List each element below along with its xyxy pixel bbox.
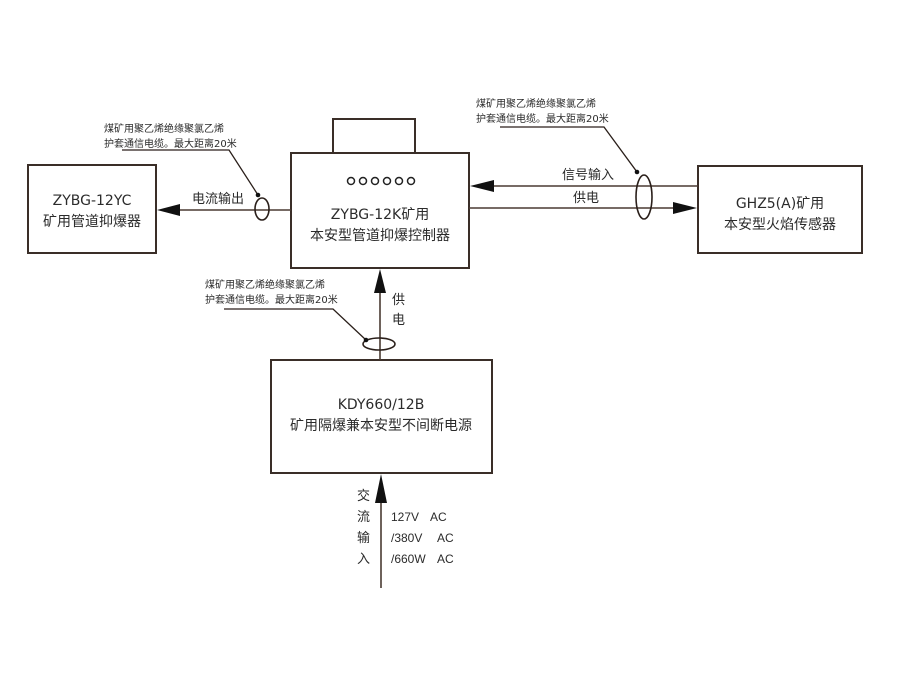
- controller-power-label-2: 电: [392, 313, 405, 328]
- ac-input-label-1: 交: [357, 488, 370, 504]
- indicator-light: [370, 176, 380, 186]
- indicator-light: [358, 176, 368, 186]
- cable-note-bottom-line1: 煤矿用聚乙烯绝缘聚氯乙烯: [205, 278, 325, 291]
- cable-note-left-line1: 煤矿用聚乙烯绝缘聚氯乙烯: [104, 122, 224, 135]
- controller-model: ZYBG-12K矿用: [331, 207, 429, 223]
- ac-input-label-4: 入: [357, 552, 370, 567]
- arrow-up-icon: [375, 474, 387, 503]
- signal-input-label: 信号输入: [562, 167, 614, 183]
- sensor-box: [697, 165, 863, 254]
- voltage-unit: AC: [437, 552, 454, 566]
- controller-name: 本安型管道抑爆控制器: [310, 228, 450, 244]
- arrow-left-icon: [157, 204, 180, 216]
- cable-note-right-leader: [500, 126, 638, 173]
- cable-note-bottom-leader: [224, 308, 367, 341]
- current-output-label: 电流输出: [192, 191, 244, 207]
- cable-ring-bottom: [362, 337, 396, 351]
- indicator-lights: [346, 176, 416, 186]
- ac-input-label-2: 流: [357, 510, 370, 525]
- indicator-light: [382, 176, 392, 186]
- sensor-power-label: 供电: [573, 191, 599, 206]
- power-supply-name: 矿用隔爆兼本安型不间断电源: [290, 418, 472, 434]
- voltage-value: /660W: [391, 552, 426, 566]
- controller-power-label-1: 供: [392, 293, 405, 308]
- suppressor-name: 矿用管道抑爆器: [43, 214, 141, 230]
- power-supply-box: [270, 359, 493, 474]
- sensor-name: 本安型火焰传感器: [724, 216, 836, 233]
- ac-input-label-3: 输: [357, 530, 370, 546]
- leader-dot: [363, 337, 369, 343]
- arrow-left-icon: [470, 180, 494, 192]
- voltage-unit: AC: [430, 510, 447, 524]
- cable-note-left-leader: [122, 149, 259, 196]
- controller-box: [290, 152, 470, 269]
- suppressor-model: ZYBG-12YC: [53, 193, 132, 209]
- leader-dot: [634, 169, 640, 175]
- cable-ring-right: [635, 174, 653, 220]
- voltage-value: 127V: [391, 510, 419, 524]
- cable-note-left-line2: 护套通信电缆。最大距离20米: [104, 137, 237, 150]
- cable-ring-left: [254, 197, 270, 221]
- cable-note-bottom-line2: 护套通信电缆。最大距离20米: [205, 293, 338, 306]
- indicator-light: [394, 176, 404, 186]
- arrow-up-icon: [374, 269, 386, 293]
- suppressor-box: [27, 164, 157, 254]
- indicator-light: [346, 176, 356, 186]
- leader-dot: [255, 192, 261, 198]
- indicator-light: [406, 176, 416, 186]
- ac-voltage-list: 127V AC /380V AC /660W AC: [391, 510, 454, 566]
- arrow-right-icon: [673, 202, 697, 214]
- controller-top-tab: [332, 118, 416, 154]
- power-supply-model: KDY660/12B: [338, 397, 425, 413]
- sensor-model: GHZ5(A)矿用: [736, 196, 824, 212]
- voltage-unit: AC: [437, 531, 454, 545]
- voltage-value: /380V: [391, 531, 422, 545]
- cable-note-right-line1: 煤矿用聚乙烯绝缘聚氯乙烯: [476, 97, 596, 110]
- cable-note-right-line2: 护套通信电缆。最大距离20米: [476, 112, 609, 125]
